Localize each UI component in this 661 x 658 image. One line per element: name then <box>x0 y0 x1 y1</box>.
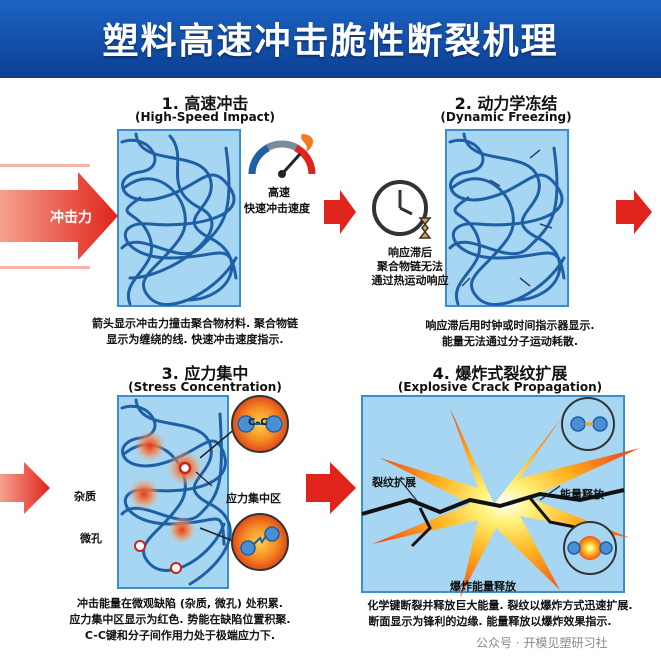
panel1-caption-line1: 箭头显示冲击力撞击聚合物材料. 聚合物链 <box>91 317 298 330</box>
impact-force-arrow <box>0 164 118 269</box>
panel4-subtitle: (Explosive Crack Propagation) <box>397 380 603 394</box>
panel4-caption-line2: 断面显示为锋利的边缘. 能量释放以爆炸效果指示. <box>368 615 612 628</box>
panel2-subtitle: (Dynamic Freezing) <box>440 110 572 124</box>
clock-icon <box>372 180 432 239</box>
cc-bond-zoom-2 <box>199 513 289 571</box>
panel2-caption-line2: 能量无法通过分子运动耗散. <box>441 335 579 348</box>
panel4-title: 4. 爆炸式裂纹扩展 <box>432 364 568 383</box>
panel3-material-block <box>117 395 232 589</box>
impurity-label: 杂质 <box>74 490 96 503</box>
flow-arrow-3 <box>306 462 356 514</box>
panel3-force-arrow <box>0 462 50 514</box>
crack-label: 裂纹扩展 <box>372 476 416 489</box>
stress-zone-label: 应力集中区 <box>226 492 281 505</box>
panel2-material-block <box>445 129 569 307</box>
lag-label-2: 聚合物链无法 <box>377 260 443 273</box>
explosive-release-label: 爆炸能量释放 <box>450 580 516 593</box>
bond-zoom-intact <box>561 397 615 451</box>
release-leader <box>539 485 561 501</box>
stress-zone-leader <box>195 471 213 487</box>
crack-leader <box>399 479 419 503</box>
lag-label-1: 响应滞后 <box>388 246 432 259</box>
panel3-caption-line1: 冲击能量在微观缺陷 (杂质, 微孔) 处积累. <box>77 597 283 610</box>
impact-force-label: 冲击力 <box>50 210 92 226</box>
bond-zoom-broken <box>563 521 617 575</box>
panel1-caption-line2: 显示为缠绕的线. 快速冲击速度指示. <box>106 333 284 346</box>
flow-arrow-1 <box>324 190 356 234</box>
speed-label-1: 高速 <box>268 186 290 199</box>
panel3-caption-line3: C-C键和分子间作用力处于极端应力下. <box>84 629 276 642</box>
panel4-caption-line1: 化学键断裂并释放巨大能量. 裂纹以爆炸方式迅速扩展. <box>367 599 633 612</box>
cc-bond-label: C–C <box>248 417 268 428</box>
panel3-caption-line2: 应力集中区显示为红色. 势能在缺陷位置积聚. <box>69 613 291 626</box>
flow-arrow-2 <box>616 190 652 234</box>
speed-label-2: 快速冲击速度 <box>244 202 310 215</box>
title-banner <box>0 0 661 78</box>
speedometer-icon <box>248 134 316 178</box>
panel2-title: 2. 动力学冻结 <box>454 94 558 113</box>
panel1-title: 1. 高速冲击 <box>161 94 249 113</box>
watermark: 公众号 · 开模见塑研习社 <box>476 636 608 650</box>
panel1-subtitle: (High-Speed Impact) <box>134 110 276 124</box>
page-title: 塑料高速冲击脆性断裂机理 <box>102 21 559 62</box>
energy-release-label: 能量释放 <box>560 488 604 501</box>
lag-label-3: 通过热运动响应 <box>371 274 449 287</box>
micropore-label: 微孔 <box>80 532 102 545</box>
cc-bond-zoom-1 <box>199 395 289 459</box>
panel2-caption-line1: 响应滞后用时钟或时间指示器显示. <box>425 319 595 332</box>
panel3-subtitle: (Stress Concentration) <box>128 380 282 394</box>
panel3-title: 3. 应力集中 <box>161 364 249 383</box>
panel1-material-block <box>117 129 241 307</box>
diagram-graphics <box>0 129 652 598</box>
